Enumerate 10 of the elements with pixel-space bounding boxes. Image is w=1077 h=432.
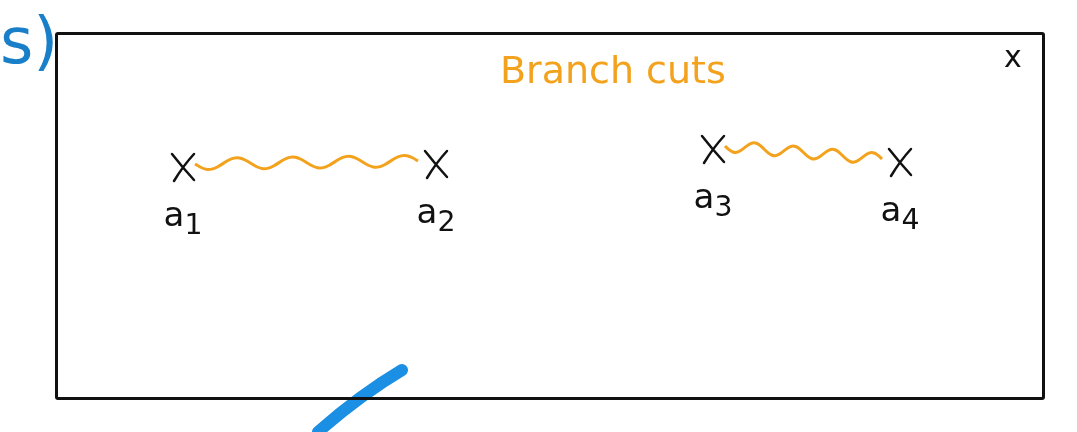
wavy-branch-cut	[723, 141, 884, 164]
corner-mark: x	[1004, 40, 1022, 73]
point-label: a$_{4}$	[879, 189, 921, 237]
frame-box	[55, 32, 1045, 400]
point-label: a$_{3}$	[692, 176, 734, 224]
annotation-text: Branch cuts	[500, 50, 726, 92]
point-label: a$_{2}$	[415, 191, 457, 239]
point-label: a$_{1}$	[162, 194, 204, 242]
wavy-branch-cut	[194, 154, 419, 171]
panel-letter: s)	[0, 6, 59, 77]
